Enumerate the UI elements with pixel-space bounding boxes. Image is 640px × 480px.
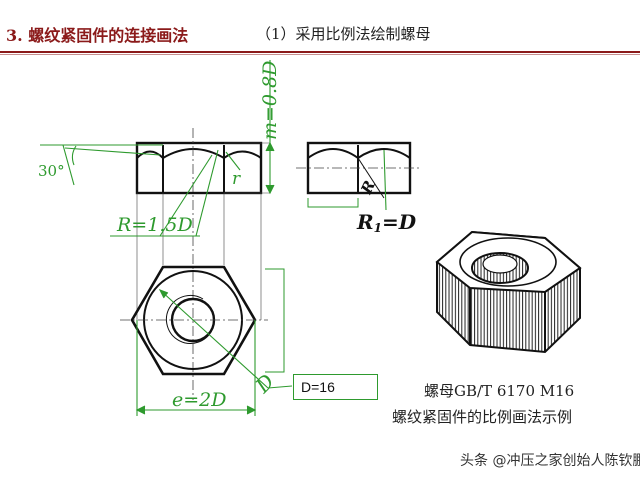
D-dimension-line [159, 289, 269, 389]
front-view-outline [135, 141, 263, 195]
angle-leader [62, 144, 75, 186]
header-bar: 3. 螺纹紧固件的连接画法 （1）采用比例法绘制螺母 [0, 0, 640, 45]
caption-standard: 螺母GB/T 6170 M16 [424, 382, 575, 400]
angle-line-slant [64, 147, 161, 156]
caption-title: 螺纹紧固件的比例画法示例 [392, 408, 573, 426]
R-leader-2 [195, 149, 219, 237]
D-dimension-label: D [250, 369, 279, 398]
R1-label: R1=D [356, 210, 417, 235]
projection-lines [136, 142, 270, 320]
watermark: 头条 @冲压之家创始人陈钦鹏 [460, 453, 640, 469]
nut-3d-illustration [435, 230, 582, 354]
front-view-arc-right [223, 150, 262, 159]
angle-label: 30° [38, 162, 65, 180]
front-view-arc-center [162, 148, 225, 159]
side-view-arc-right [357, 148, 411, 159]
d-value-box: D=16 [293, 374, 378, 400]
R1-leader [383, 149, 387, 211]
header-divider [0, 51, 640, 53]
thread-major-arc [165, 294, 213, 344]
m-dimension-label: m=0.8D [259, 61, 281, 140]
angle-arc [71, 145, 77, 166]
D-leader [267, 385, 293, 389]
dimension-lines [40, 60, 387, 416]
side-view-radius-line [357, 157, 385, 199]
top-view [120, 265, 285, 376]
R-side-label: R [357, 178, 379, 198]
top-view-bracket [265, 268, 285, 373]
e-dimension-label: e=2D [172, 389, 227, 411]
R-label: R=1.5D [116, 214, 193, 236]
front-view [135, 141, 263, 195]
front-view-arc-left [136, 150, 164, 159]
side-view-arc-left [307, 148, 359, 159]
R-leader [159, 154, 213, 237]
slide-subtitle: （1）采用比例法绘制螺母 [256, 25, 431, 43]
r-leader [225, 151, 241, 171]
side-view-bracket [307, 198, 359, 208]
r-label: r [232, 169, 241, 189]
header-divider-thin [0, 54, 640, 55]
hexagon-outline [130, 265, 257, 376]
section-title: 3. 螺纹紧固件的连接画法 [6, 26, 189, 45]
